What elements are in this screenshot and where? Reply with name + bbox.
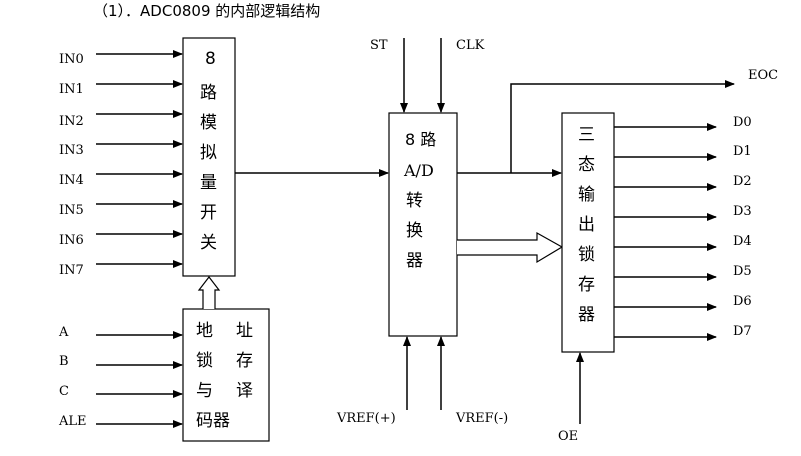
output-label-d7: D7 xyxy=(733,324,752,339)
latch-to-switch-arrow xyxy=(197,276,221,309)
latch-label-1: 址 xyxy=(236,321,253,341)
output-latch-label-2: 输 xyxy=(578,185,595,205)
adc-label-3: 换 xyxy=(406,221,423,241)
input-label-in2: IN2 xyxy=(59,114,84,129)
latch-label-5: 译 xyxy=(236,381,253,401)
output-label-d1: D1 xyxy=(733,144,752,159)
switch-label-3: 拟 xyxy=(200,143,217,163)
adc-block xyxy=(388,112,458,337)
data-outputs: D0 D1 D2 D3 D4 D5 D6 D7 xyxy=(614,115,752,341)
address-label-c: C xyxy=(59,384,69,399)
switch-label-6: 关 xyxy=(200,233,217,253)
output-latch-label-4: 锁 xyxy=(578,245,595,265)
latch-label-2: 锁 xyxy=(196,351,213,371)
oe-label: OE xyxy=(558,429,578,444)
adc-label-2: 转 xyxy=(406,191,423,211)
output-latch-label-5: 存 xyxy=(578,275,595,295)
clk-label: CLK xyxy=(456,38,485,53)
input-label-in6: IN6 xyxy=(59,233,84,248)
adc-label-4: 器 xyxy=(406,251,423,271)
output-label-d3: D3 xyxy=(733,204,752,219)
switch-label-4: 量 xyxy=(200,173,217,193)
output-latch-label-3: 出 xyxy=(578,215,595,235)
output-latch-label-6: 器 xyxy=(578,305,595,325)
st-label: ST xyxy=(370,38,388,53)
input-label-in7: IN7 xyxy=(59,263,84,278)
output-latch-block xyxy=(561,112,615,353)
eoc-line xyxy=(510,80,735,173)
address-inputs: A B C ALE xyxy=(58,325,183,429)
vref-pos-label: VREF(+) xyxy=(336,411,396,426)
address-latch-block xyxy=(182,308,270,442)
address-label-a: A xyxy=(58,325,69,340)
output-latch-label-0: 三 xyxy=(578,125,595,145)
analog-inputs: IN0 IN1 IN2 IN3 IN4 IN5 IN6 IN7 xyxy=(59,50,183,278)
latch-label-3: 存 xyxy=(236,351,253,371)
page-heading: （1）．ADC0809 的内部逻辑结构 xyxy=(93,2,320,20)
input-label-in5: IN5 xyxy=(59,203,84,218)
output-label-d2: D2 xyxy=(733,174,752,189)
latch-label-0: 地 xyxy=(196,321,213,341)
analog-switch-block xyxy=(182,37,236,277)
switch-label-2: 模 xyxy=(200,113,217,133)
input-label-in1: IN1 xyxy=(59,82,84,97)
latch-label-4: 与 xyxy=(196,381,213,401)
output-label-d4: D4 xyxy=(733,234,752,249)
switch-label-5: 开 xyxy=(200,203,217,223)
input-label-in3: IN3 xyxy=(59,143,84,158)
vref-neg-label: VREF(-) xyxy=(455,411,508,426)
input-label-in0: IN0 xyxy=(59,52,84,67)
output-label-d6: D6 xyxy=(733,294,752,309)
adc-to-latch-bus-arrow xyxy=(457,231,564,264)
address-label-b: B xyxy=(59,354,69,369)
switch-label-1: 路 xyxy=(200,83,217,103)
output-label-d0: D0 xyxy=(733,115,752,130)
input-label-in4: IN4 xyxy=(59,173,84,188)
switch-label-0: 8 xyxy=(205,49,216,69)
eoc-label: EOC xyxy=(748,68,778,83)
adc-label-0: 8 路 xyxy=(405,130,436,149)
address-label-ale: ALE xyxy=(58,414,87,429)
adc-label-1: A/D xyxy=(403,161,434,180)
latch-label-6: 码器 xyxy=(196,411,230,431)
output-label-d5: D5 xyxy=(733,264,752,279)
output-latch-label-1: 态 xyxy=(578,155,595,175)
